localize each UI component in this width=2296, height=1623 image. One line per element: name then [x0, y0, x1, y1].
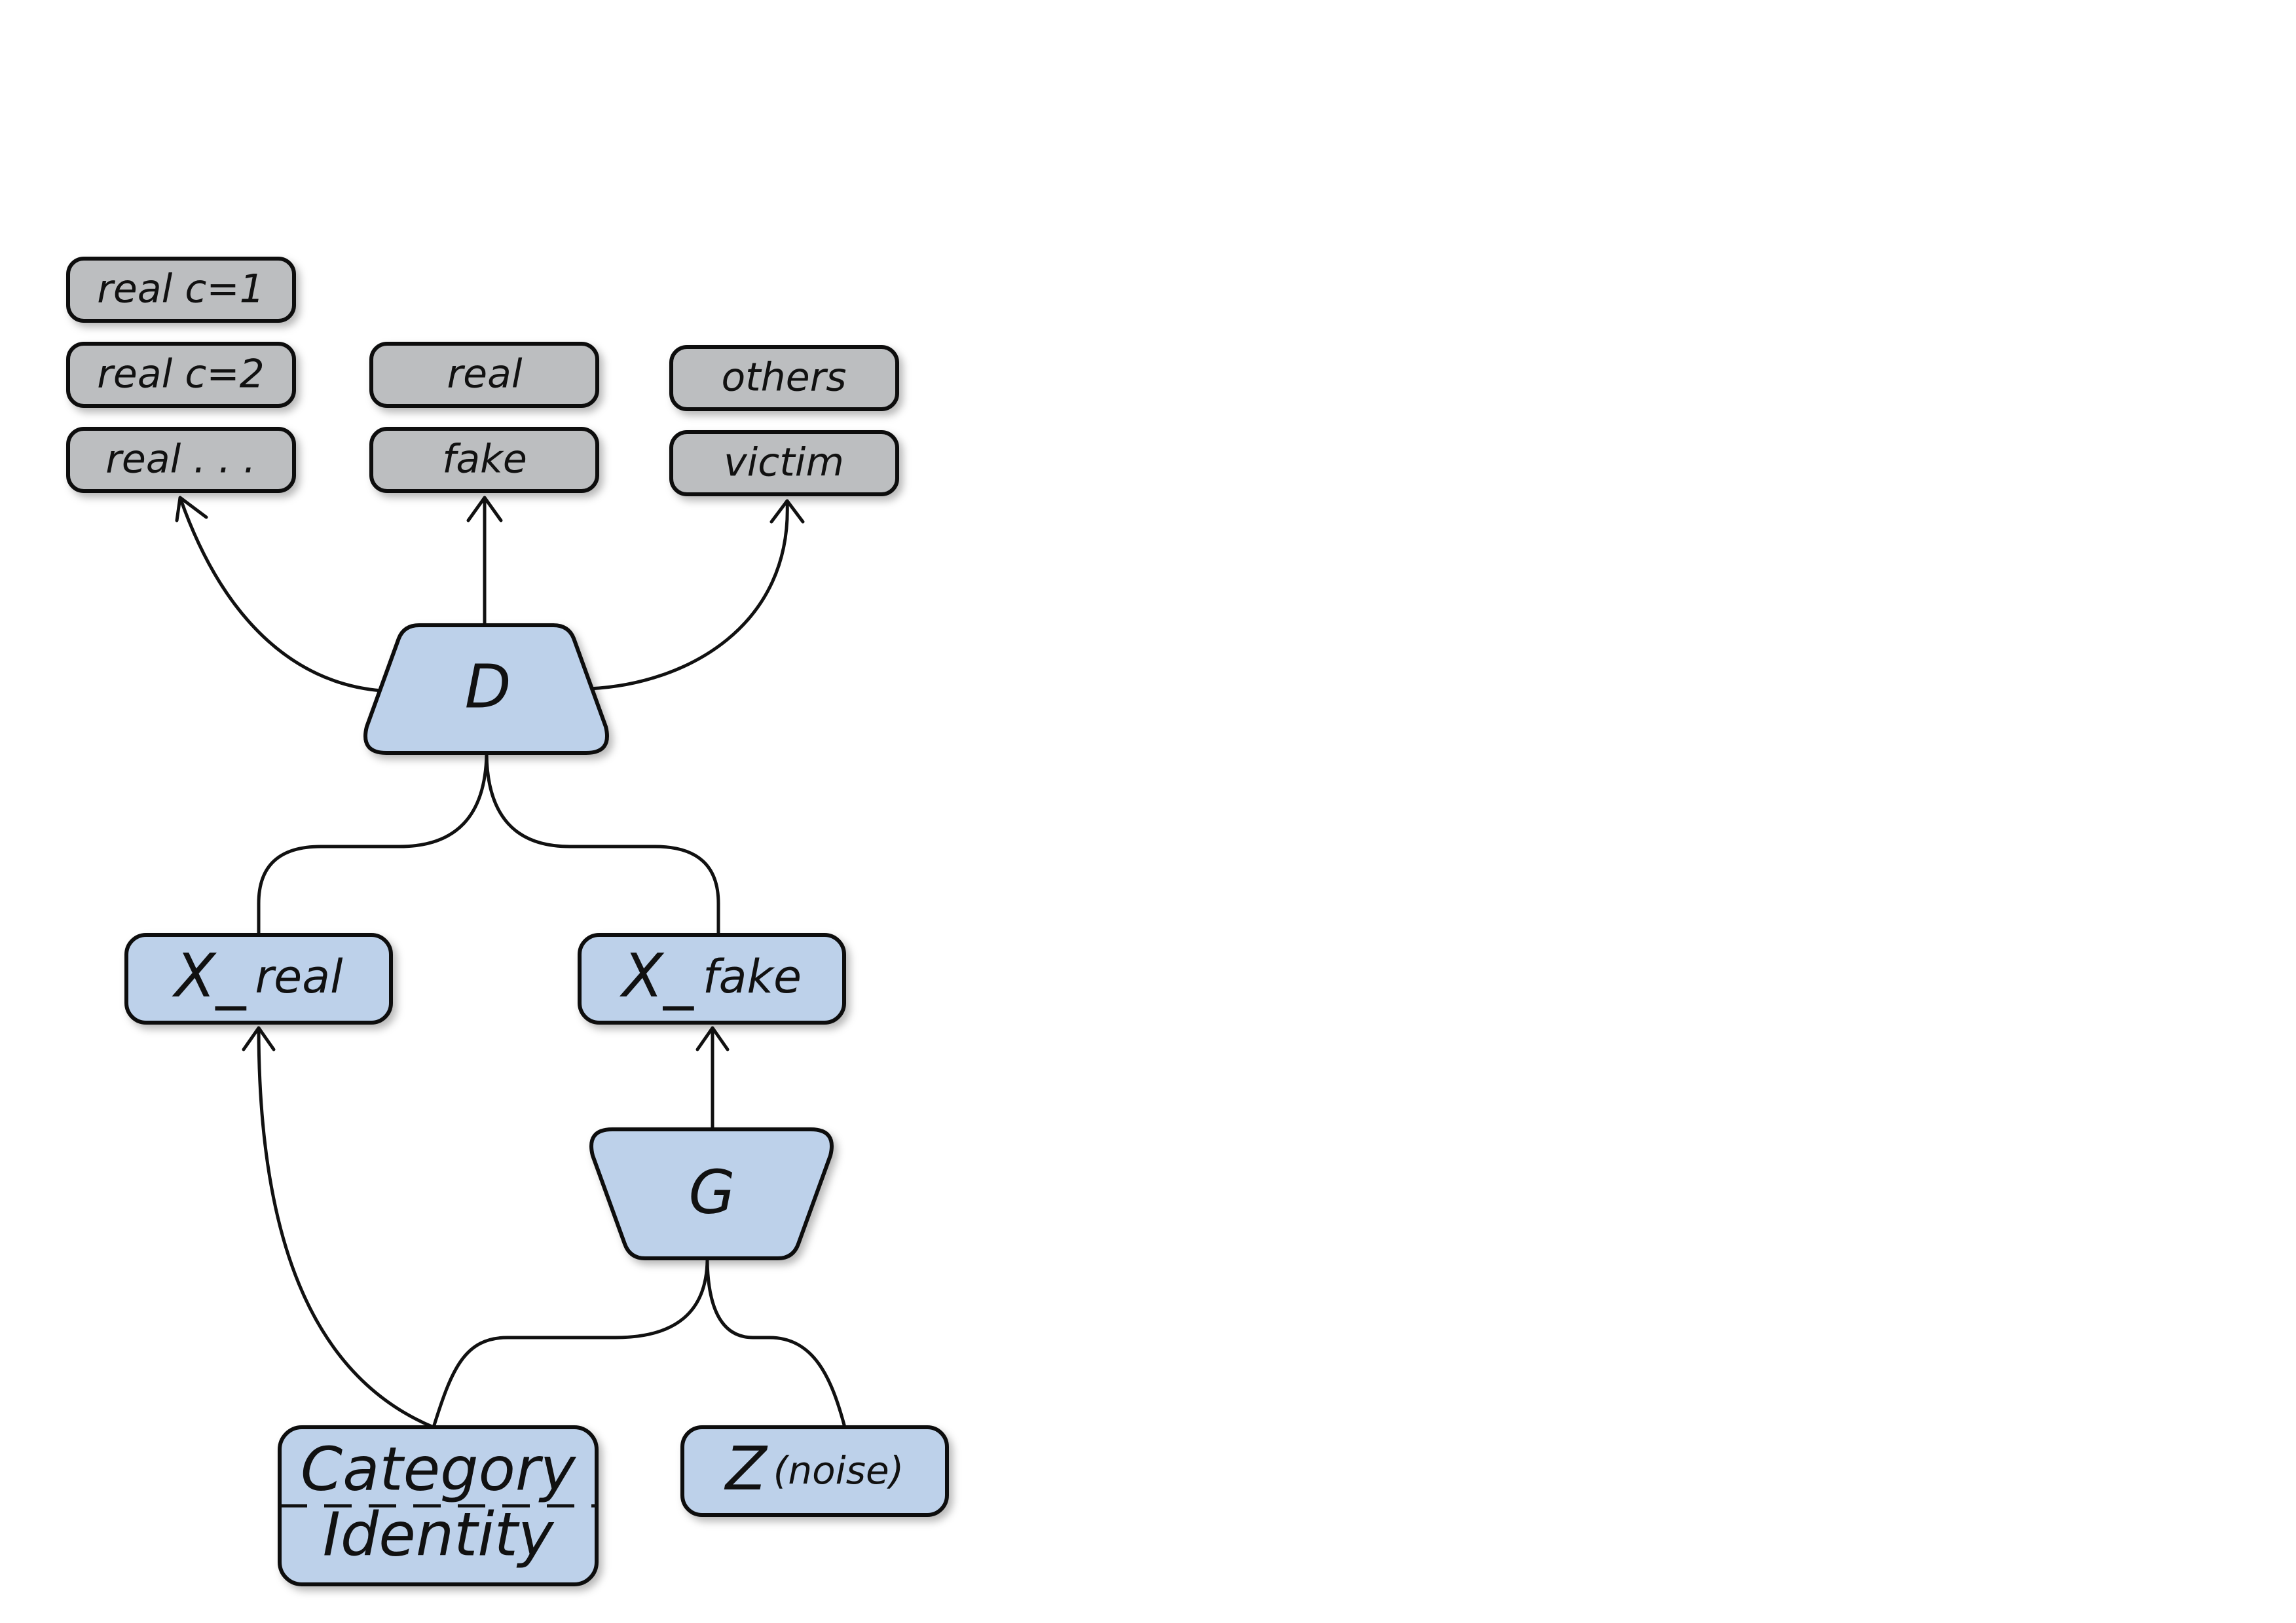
output-real-c1-label: real c=1 — [97, 266, 265, 312]
discriminator-label: D — [465, 651, 511, 721]
output-victim: victim — [669, 430, 899, 496]
x-fake-label: X_fake — [620, 941, 802, 1011]
x-real-label: X_real — [172, 941, 343, 1011]
discriminator-node: D — [363, 623, 609, 755]
d-to-class-labels-connector — [178, 497, 382, 693]
generator-label: G — [688, 1157, 735, 1227]
output-fake-label: fake — [442, 437, 527, 483]
connectors — [175, 496, 847, 1429]
x-real-to-d-connector — [257, 754, 489, 935]
category-label: Category — [301, 1434, 577, 1504]
noise-to-g-connector — [705, 1260, 847, 1428]
class-output-group: real c=1 real c=2 real . . . — [66, 257, 296, 493]
noise-sub: (noise) — [773, 1448, 904, 1493]
output-victim-label: victim — [724, 440, 844, 486]
output-others: others — [669, 345, 899, 411]
x-real-arrowhead — [242, 1026, 276, 1051]
x-fake-node: X_fake — [578, 933, 846, 1025]
output-real-c2-label: real c=2 — [97, 352, 265, 397]
category-to-g-connector — [432, 1260, 709, 1428]
x-real-main: X_ — [172, 941, 246, 1011]
x-fake-to-d-connector — [485, 754, 720, 935]
source-output-group: real fake — [369, 342, 599, 493]
identity-label: Identity — [323, 1499, 555, 1569]
victim-labels-arrowhead — [769, 499, 805, 524]
output-others-label: others — [721, 355, 846, 401]
output-real-c2: real c=2 — [66, 342, 296, 408]
d-to-victim-labels-connector — [589, 500, 789, 691]
output-fake: fake — [369, 427, 599, 493]
output-real-label: real — [447, 352, 522, 397]
x-fake-sub: fake — [703, 950, 802, 1004]
category-to-x-real-connector — [257, 1027, 434, 1429]
x-real-node: X_real — [124, 933, 393, 1025]
output-real: real — [369, 342, 599, 408]
x-fake-arrowhead — [695, 1026, 730, 1051]
category-identity-node: Category Identity — [278, 1425, 599, 1586]
class-labels-arrowhead — [175, 496, 208, 522]
output-real-c1: real c=1 — [66, 257, 296, 323]
x-fake-main: X_ — [620, 941, 694, 1011]
generator-node: G — [589, 1127, 834, 1260]
source-labels-arrowhead — [466, 496, 503, 522]
output-real-more-label: real . . . — [105, 437, 255, 483]
noise-node: Z(noise) — [680, 1425, 949, 1517]
noise-label: Z(noise) — [724, 1434, 904, 1504]
victim-output-group: others victim — [669, 345, 899, 496]
output-real-more: real . . . — [66, 427, 296, 493]
noise-main: Z — [724, 1434, 768, 1504]
x-real-sub: real — [255, 950, 343, 1004]
